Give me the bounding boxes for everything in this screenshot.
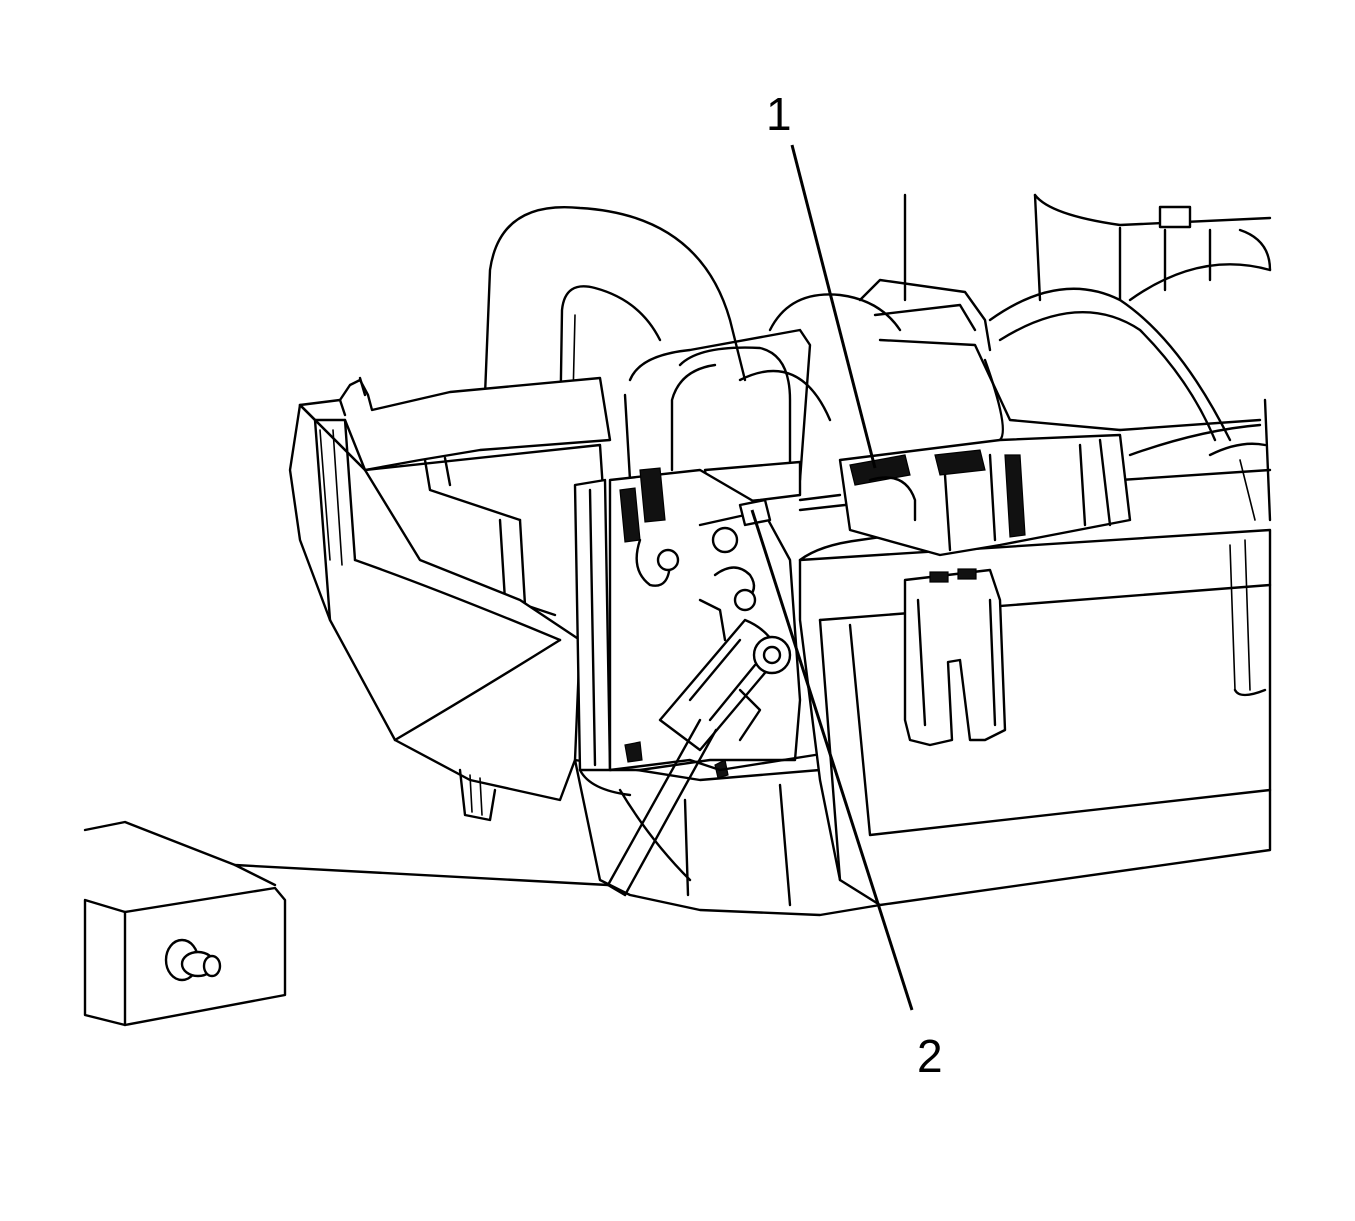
callout-2-label: 2	[917, 1030, 943, 1082]
electrical-connector	[798, 433, 1132, 557]
upper-frame-rail	[858, 278, 1272, 522]
hvac-case-right	[798, 518, 1272, 907]
blower-motor-tube	[983, 287, 1232, 442]
wire-harness	[1128, 423, 1267, 521]
mode-door-actuator	[573, 328, 817, 897]
hvac-case-lower-front	[573, 758, 882, 917]
hvac-case-left	[288, 403, 582, 822]
case-retaining-clips	[903, 568, 1007, 747]
blower-housing	[903, 193, 1272, 302]
callout-1-label: 1	[766, 88, 792, 140]
callout-2-leader	[750, 509, 914, 1011]
callout-1-leader	[790, 144, 877, 469]
base-bracket	[83, 820, 627, 1027]
